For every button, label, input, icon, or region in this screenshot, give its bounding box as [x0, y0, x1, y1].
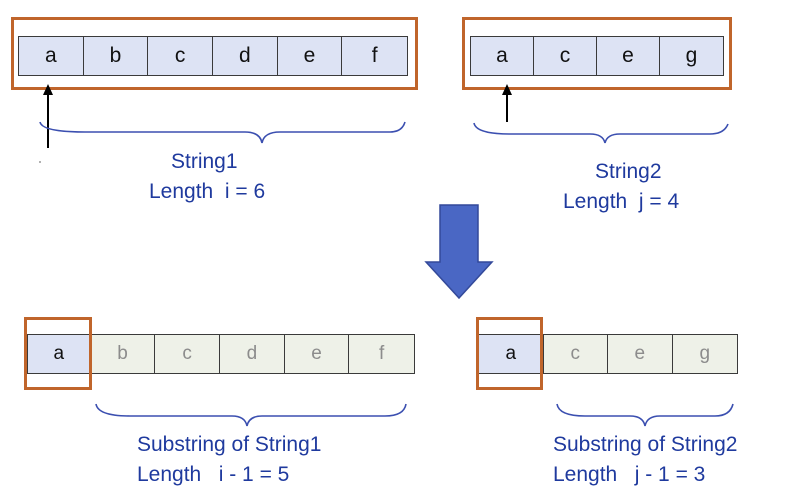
string2-cells: a c e g: [470, 36, 724, 76]
substring2-cell: g: [672, 335, 737, 373]
substring2-name: Substring of String2: [553, 433, 738, 456]
string1-brace: [39, 121, 406, 144]
string2-cell: g: [660, 37, 723, 75]
substring2-cell: c: [543, 335, 608, 373]
string2-brace: [473, 122, 729, 144]
string1-cell: f: [342, 37, 408, 75]
string1-cell: b: [83, 37, 149, 75]
string2-length: Length j = 4: [563, 190, 680, 213]
substring2-length: Length j - 1 = 3: [553, 463, 706, 486]
substring1-cell: c: [155, 335, 221, 373]
string1-cell: d: [213, 37, 278, 75]
substring1-first-cell: a: [28, 335, 91, 373]
string1-cell: e: [277, 37, 343, 75]
string1-name: String1: [171, 150, 238, 173]
string1-cell: c: [148, 37, 214, 75]
substring1-length: Length i - 1 = 5: [137, 463, 290, 486]
substring1-cells: a b c d e f: [27, 334, 415, 374]
string1-cell: a: [19, 37, 84, 75]
string2-cell: c: [534, 37, 597, 75]
substring1-cell: e: [284, 335, 350, 373]
string2-cell: a: [471, 37, 534, 75]
substring2-first-cell: a: [479, 335, 544, 373]
substring1-name: Substring of String1: [137, 433, 322, 456]
substring2-cells: a c e g: [478, 334, 738, 374]
down-arrow-icon: [424, 204, 494, 300]
string2-cell: e: [597, 37, 660, 75]
substring1-cell: f: [349, 335, 415, 373]
string1-cells: a b c d e f: [18, 36, 408, 76]
string2-name: String2: [595, 160, 662, 183]
substring1-cell: d: [220, 335, 285, 373]
substring2-cell: e: [608, 335, 673, 373]
string1-length: Length i = 6: [149, 180, 266, 203]
substring1-brace: [95, 403, 407, 427]
stray-dot: [39, 161, 41, 163]
substring1-cell: b: [90, 335, 156, 373]
up-arrow-icon: [43, 84, 53, 148]
substring2-brace: [556, 403, 734, 427]
up-arrow-icon: [502, 84, 512, 122]
